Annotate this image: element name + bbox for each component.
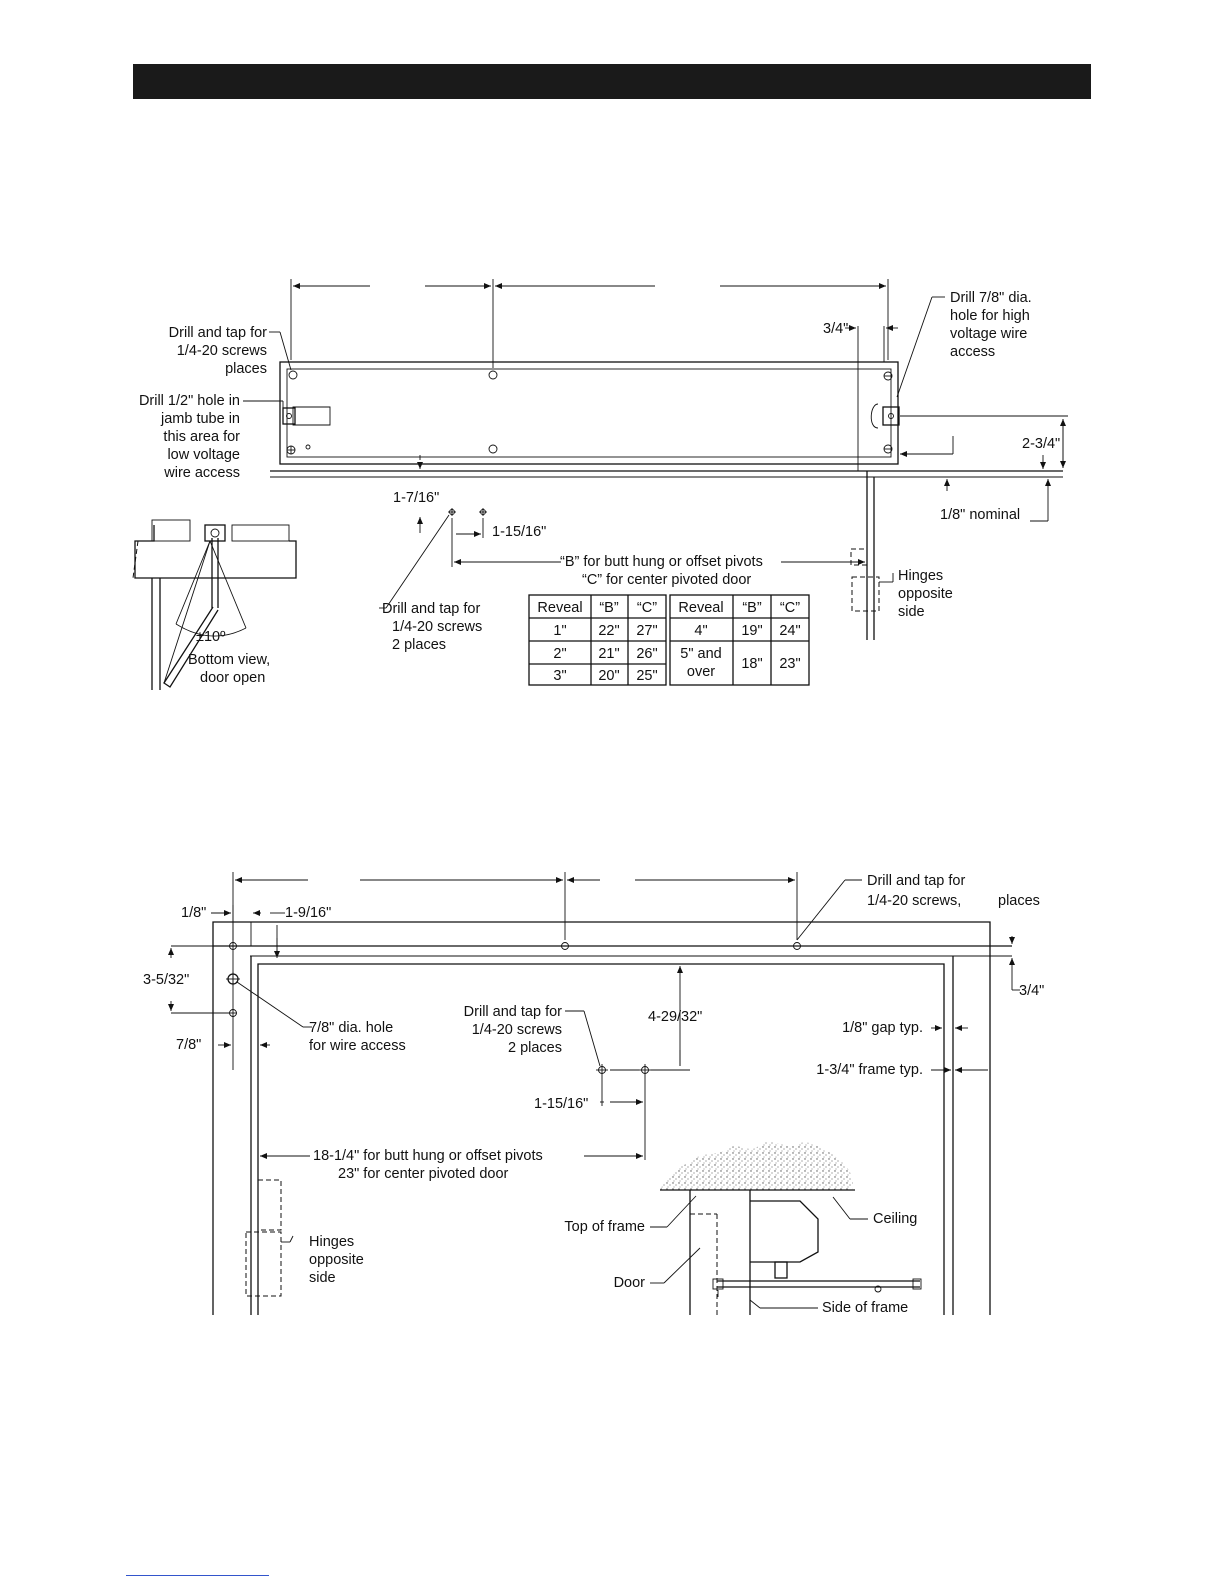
c-line-label: “C” for center pivoted door <box>582 572 751 588</box>
hole-label-line2: for wire access <box>309 1038 406 1054</box>
drill-2-label-line2: 1/4-20 screws <box>392 619 482 635</box>
drill-half-label-line4: low voltage <box>167 447 240 463</box>
table-cell: 21" <box>598 646 619 662</box>
gap-label: 1/8" gap typ. <box>842 1020 923 1036</box>
drill-half-label-line5: wire access <box>163 465 240 481</box>
reveal-table: Reveal “B” “C” Reveal “B” “C” 1" 22" 27"… <box>528 594 810 686</box>
top-labels: Drill and tap for 1/4-20 screws places D… <box>139 290 1060 686</box>
table-cell: 5" and <box>680 646 721 662</box>
drill-tap-label-line2: 1/4-20 screws, <box>867 893 961 909</box>
table-cell: 22" <box>598 623 619 639</box>
butt-hung-label: 18-1/4" for butt hung or offset pivots <box>313 1148 543 1164</box>
drill-tap-label-line2: 1/4-20 screws <box>177 343 267 359</box>
table-header-c-right: “C” <box>780 600 800 616</box>
top-header-assembly <box>132 279 1068 690</box>
drill-78-label-line3: voltage wire <box>950 326 1027 342</box>
drill-half-label-line1: Drill 1/2" hole in <box>139 393 240 409</box>
dim-3-4: 3/4" <box>1019 983 1044 999</box>
dim-1-8: 1/8" <box>181 905 206 921</box>
drill-tap-label-line1: Drill and tap for <box>169 325 267 341</box>
table-header-reveal-right: Reveal <box>678 600 723 616</box>
drill-tap-label-line3: places <box>998 893 1040 909</box>
table-header-reveal-left: Reveal <box>537 600 582 616</box>
table-header-c-left: “C” <box>637 600 657 616</box>
table-cell: over <box>687 664 715 680</box>
angle-label: ±10º <box>196 629 226 645</box>
table-cell: 26" <box>636 646 657 662</box>
dim-4-29-32: 4-29/32" <box>648 1009 702 1025</box>
table-cell: 25" <box>636 668 657 684</box>
bottom-view-label-line2: door open <box>200 670 265 686</box>
dim-1-9-16: 1-9/16" <box>285 905 331 921</box>
table-header-b-right: “B” <box>742 600 762 616</box>
hole-label-line1: 7/8" dia. hole <box>309 1020 393 1036</box>
door-label: Door <box>614 1275 646 1291</box>
header-bar <box>133 64 1091 99</box>
dim-three-quarter: 3/4" <box>823 321 848 337</box>
footer-link-underline <box>126 1575 269 1576</box>
bottom-view-label-line1: Bottom view, <box>188 652 270 668</box>
bottom-labels: 1/8" 1-9/16" 3-5/32" 7/8" 7/8" dia. hole… <box>143 873 1044 1316</box>
drill-2-label-line3: 2 places <box>508 1040 562 1056</box>
hinges-label-line2: opposite <box>309 1252 364 1268</box>
table-cell: 18" <box>741 656 762 672</box>
table-cell: 19" <box>741 623 762 639</box>
hinges-label-line3: side <box>898 604 925 620</box>
dim-3-5-32: 3-5/32" <box>143 972 189 988</box>
hinges-label-line1: Hinges <box>898 568 943 584</box>
dim-2-3-4: 2-3/4" <box>1022 436 1060 452</box>
drill-tap-label-line1: Drill and tap for <box>867 873 965 889</box>
dim-1-15-16: 1-15/16" <box>534 1096 588 1112</box>
table-cell: 27" <box>636 623 657 639</box>
drill-78-label-line2: hole for high <box>950 308 1030 324</box>
dim-1-15-16: 1-15/16" <box>492 524 546 540</box>
dim-1-8-nominal: 1/8" nominal <box>940 507 1020 523</box>
table-cell: 20" <box>598 668 619 684</box>
drill-2-label-line1: Drill and tap for <box>464 1004 562 1020</box>
table-cell: 23" <box>779 656 800 672</box>
drill-78-label-line4: access <box>950 344 995 360</box>
drill-78-label-line1: Drill 7/8" dia. <box>950 290 1032 306</box>
table-cell: 24" <box>779 623 800 639</box>
table-cell: 3" <box>553 668 566 684</box>
drill-2-label-line1: Drill and tap for <box>382 601 480 617</box>
hinges-label-line3: side <box>309 1270 336 1286</box>
dim-1-7-16: 1-7/16" <box>393 490 439 506</box>
table-cell: 1" <box>553 623 566 639</box>
drill-2-label-line2: 1/4-20 screws <box>472 1022 562 1038</box>
ceiling-label: Ceiling <box>873 1211 917 1227</box>
frame-label: 1-3/4" frame typ. <box>816 1062 923 1078</box>
drill-2-label-line3: 2 places <box>392 637 446 653</box>
center-pivot-label: 23" for center pivoted door <box>338 1166 509 1182</box>
drill-half-label-line3: this area for <box>163 429 240 445</box>
dim-7-8: 7/8" <box>176 1037 201 1053</box>
side-of-frame-label: Side of frame <box>822 1300 908 1316</box>
b-line-label: “B” for butt hung or offset pivots <box>560 554 763 570</box>
table-cell: 4" <box>694 623 707 639</box>
drill-tap-label-line3: places <box>225 361 267 377</box>
drill-half-label-line2: jamb tube in <box>160 411 240 427</box>
table-cell: 2" <box>553 646 566 662</box>
table-header-b-left: “B” <box>599 600 619 616</box>
hinges-label-line1: Hinges <box>309 1234 354 1250</box>
hinges-label-line2: opposite <box>898 586 953 602</box>
top-of-frame-label: Top of frame <box>564 1219 645 1235</box>
bottom-frame-assembly <box>168 872 1020 1315</box>
